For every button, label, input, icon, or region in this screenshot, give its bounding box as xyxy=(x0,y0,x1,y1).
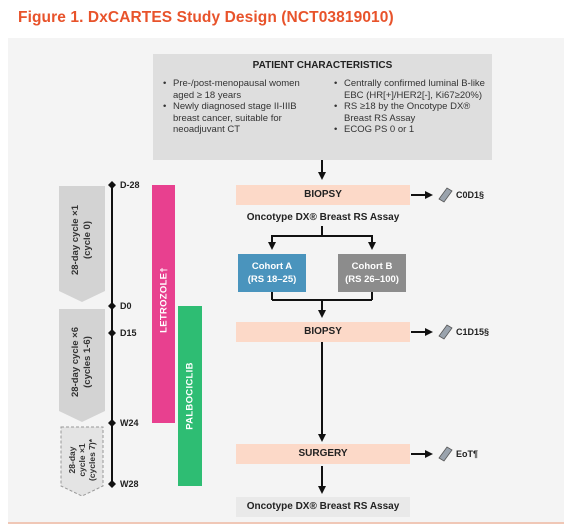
assay-label-baseline: Oncotype DX® Breast RS Assay xyxy=(246,212,400,223)
cycle-0-line-1: 28-day cycle ×1 xyxy=(70,205,81,275)
cycle-7-shape xyxy=(60,426,104,497)
assay-label-final: Oncotype DX® Breast RS Assay xyxy=(236,497,410,517)
cohort-a-box: Cohort A (RS 18–25) xyxy=(238,254,306,292)
cohort-b-range: (RS 26–100) xyxy=(345,274,399,285)
letrozole-bar xyxy=(152,185,175,423)
tick-w24: W24 xyxy=(120,418,139,428)
criterion-item: Newly diagnosed stage II-IIIB breast can… xyxy=(162,101,322,136)
timeline-diamonds xyxy=(108,181,116,488)
biopsy-box-c1d15: BIOPSY xyxy=(236,322,410,342)
biopsy-box-baseline: BIOPSY xyxy=(236,185,410,205)
cycle-1-6-line-1: 28-day cycle ×6 xyxy=(70,327,81,397)
patient-characteristics-box: PATIENT CHARACTERISTICS Pre-/post-menopa… xyxy=(153,54,492,160)
tick-w28: W28 xyxy=(120,479,139,489)
criterion-item: Centrally confirmed luminal B-like EBC (… xyxy=(333,78,486,101)
cycle-1-6-line-2: (cycles 1-6) xyxy=(82,336,93,388)
cycle-7-line-1: 28-day xyxy=(67,446,77,474)
cycle-0-line-2: (cycle 0) xyxy=(82,220,93,260)
cycle-0-shape xyxy=(59,186,105,302)
cohort-b-box: Cohort B (RS 26–100) xyxy=(338,254,406,292)
tick-d0: D0 xyxy=(120,301,132,311)
tick-d15: D15 xyxy=(120,328,137,338)
criterion-item: Pre-/post-menopausal women aged ≥ 18 yea… xyxy=(162,78,322,101)
criterion-item: RS ≥18 by the Oncotype DX® Breast RS Ass… xyxy=(333,101,486,124)
palbociclib-bar xyxy=(178,306,202,486)
cycle-7-line-3: (cycles 7)* xyxy=(87,438,97,482)
criterion-item: ECOG PS 0 or 1 xyxy=(333,124,486,136)
letrozole-label: LETROZOLE† xyxy=(158,267,170,333)
tick-d-28: D-28 xyxy=(120,180,140,190)
cycle-7-label: 28-day cycle ×1 (cycles 7)* xyxy=(67,439,97,481)
tube-icon xyxy=(438,324,453,340)
palbociclib-label: PALBOCICLIB xyxy=(184,362,196,430)
figure-title: Figure 1. DxCARTES Study Design (NCT0381… xyxy=(18,9,394,26)
cycle-1-6-shape xyxy=(59,309,105,422)
cycle-7-line-2: cycle ×1 xyxy=(77,443,87,477)
tube-icon xyxy=(438,187,453,203)
cycle-1-6-label: 28-day cycle ×6 (cycles 1-6) xyxy=(70,327,94,397)
cohort-a-name: Cohort A xyxy=(251,261,293,272)
c0d1-label: C0D1§ xyxy=(456,190,485,200)
patient-criteria-right: Centrally confirmed luminal B-like EBC (… xyxy=(333,78,486,136)
panel-divider xyxy=(8,522,564,524)
cohort-a-range: (RS 18–25) xyxy=(247,274,297,285)
surgery-box: SURGERY xyxy=(236,444,410,464)
patient-criteria-left: Pre-/post-menopausal women aged ≥ 18 yea… xyxy=(162,78,322,136)
c1d15-label: C1D15§ xyxy=(456,327,490,337)
cycle-0-label: 28-day cycle ×1 (cycle 0) xyxy=(70,205,94,275)
tube-icon xyxy=(438,446,453,462)
eot-label: EoT¶ xyxy=(456,449,479,459)
patient-characteristics-heading: PATIENT CHARACTERISTICS xyxy=(252,60,393,71)
cohort-b-name: Cohort B xyxy=(351,261,393,272)
